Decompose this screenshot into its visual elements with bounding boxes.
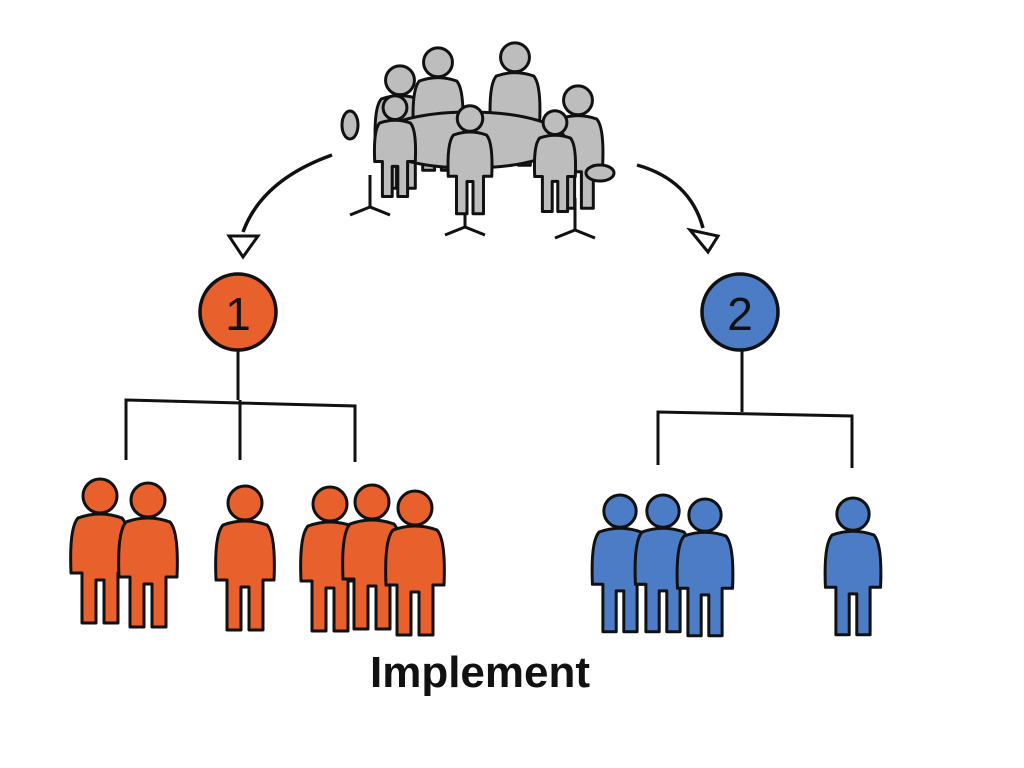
arrow-to-group-2 xyxy=(636,163,705,229)
group-2-people xyxy=(590,493,883,638)
chair-icon xyxy=(349,175,391,217)
person-icon xyxy=(590,493,650,634)
caption-title: Implement xyxy=(369,648,591,697)
person-icon xyxy=(823,496,883,637)
person-icon xyxy=(675,497,735,638)
group-1: 1 xyxy=(69,272,446,637)
group-2: 2 xyxy=(590,272,883,638)
group-1-circle xyxy=(198,272,278,352)
group-1-people xyxy=(69,477,446,637)
group-2-number: 2 xyxy=(727,288,753,340)
person-icon xyxy=(214,484,276,632)
arrowhead-2-icon xyxy=(686,227,721,255)
person-icon xyxy=(372,94,418,198)
person-icon xyxy=(384,489,446,637)
arrowhead-1-icon xyxy=(226,234,261,260)
person-icon xyxy=(532,109,578,213)
person-icon xyxy=(117,481,179,629)
chair-back xyxy=(340,109,360,141)
group-1-number: 1 xyxy=(225,288,251,340)
arrow-to-group-1 xyxy=(241,153,333,233)
person-icon xyxy=(446,104,494,216)
group-2-circle xyxy=(700,272,780,352)
chair-seat xyxy=(584,163,616,183)
meeting-group xyxy=(340,41,616,240)
